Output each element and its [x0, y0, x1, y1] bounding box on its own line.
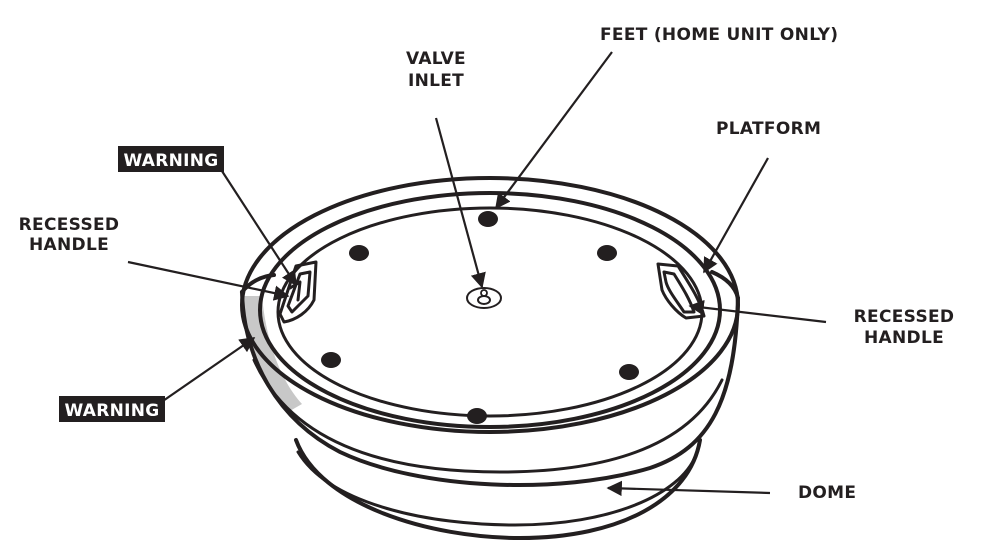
leader-recessed-handle-right	[688, 299, 827, 324]
leader-dome	[606, 480, 771, 497]
leader-valve-inlet	[434, 117, 486, 289]
leader-warning-top	[219, 167, 297, 287]
foot-6	[467, 408, 487, 424]
platform-body	[240, 176, 740, 487]
label-recessed-handle-left-line1: RECESSED	[19, 215, 120, 235]
label-feet: FEET (HOME UNIT ONLY)	[600, 25, 838, 45]
label-platform: PLATFORM	[716, 119, 821, 139]
leader-lines	[127, 51, 827, 497]
warning-band	[242, 296, 302, 412]
foot-4	[321, 352, 341, 368]
valve-inlet	[466, 287, 502, 309]
label-recessed-handle-left-line2: HANDLE	[29, 235, 109, 255]
foot-2	[349, 245, 369, 261]
label-valve-inlet-line2: INLET	[408, 71, 464, 91]
warning-tag-top	[118, 146, 224, 172]
leader-recessed-handle-left	[127, 260, 290, 301]
leader-warning-bottom	[159, 337, 256, 404]
label-dome: DOME	[798, 483, 856, 503]
label-recessed-handle-right-line2: HANDLE	[864, 328, 944, 348]
label-warning-bottom: WARNING	[64, 401, 159, 421]
leader-platform	[703, 157, 769, 274]
foot-3	[597, 245, 617, 261]
feet	[321, 211, 639, 424]
warning-tag-bottom	[59, 396, 165, 422]
leader-feet	[495, 51, 613, 210]
foot-1	[478, 211, 498, 227]
platform-top	[258, 191, 722, 429]
recessed-handle-left	[278, 260, 318, 324]
label-recessed-handle-right-line1: RECESSED	[854, 307, 955, 327]
labels: FEET (HOME UNIT ONLY) VALVE INLET PLATFO…	[19, 25, 955, 503]
label-valve-inlet-line1: VALVE	[406, 49, 466, 69]
label-warning-top: WARNING	[123, 151, 218, 171]
foot-5	[619, 364, 639, 380]
